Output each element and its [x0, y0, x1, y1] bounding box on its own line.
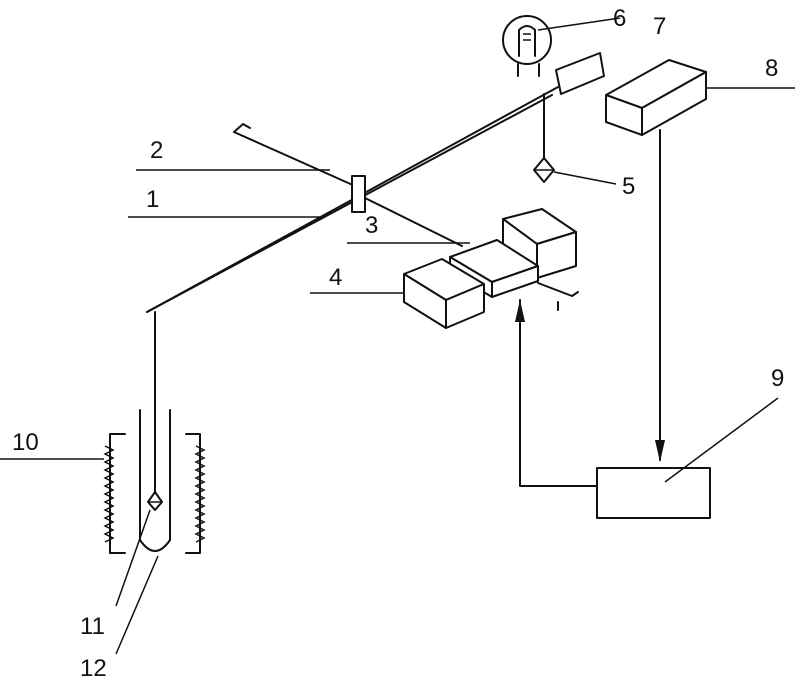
label-9: 9: [771, 365, 784, 392]
label-11: 11: [80, 613, 105, 640]
lamp: [502, 15, 621, 77]
balance-platform: [403, 208, 579, 329]
label-6: 6: [613, 5, 626, 32]
label-3: 3: [365, 212, 378, 239]
label-10: 10: [12, 429, 39, 456]
label-4: 4: [329, 264, 342, 291]
leaders: [128, 169, 470, 294]
mirror-sensor: [543, 52, 605, 159]
counterweight: [533, 157, 617, 185]
label-1: 1: [146, 186, 159, 213]
lever-beam: [146, 86, 559, 493]
label-2: 2: [150, 137, 163, 164]
center-plate: [351, 175, 366, 213]
control-unit: [515, 129, 779, 519]
label-8: 8: [765, 55, 778, 82]
furnace: [0, 409, 206, 655]
label-5: 5: [622, 173, 635, 200]
detector-box: [605, 59, 795, 136]
label-12: 12: [80, 655, 107, 682]
label-7: 7: [653, 13, 666, 40]
